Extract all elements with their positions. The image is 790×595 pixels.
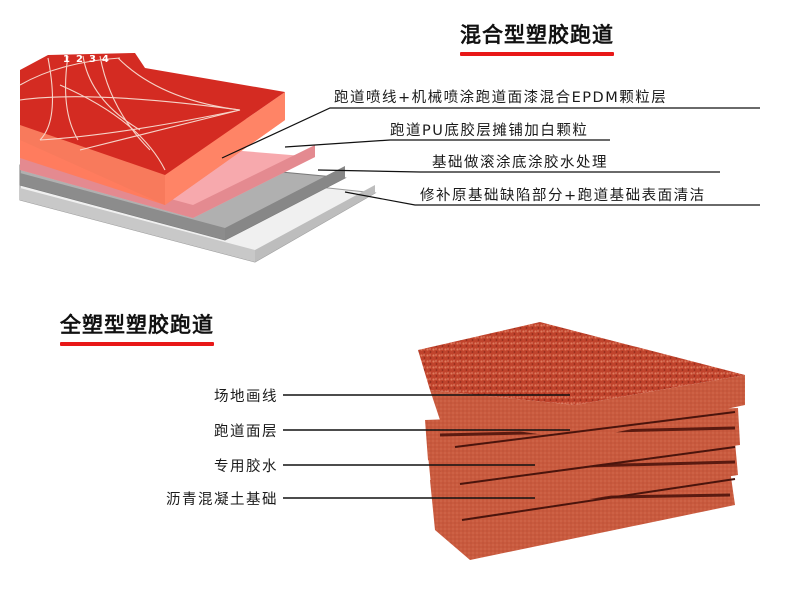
full-plastic-track-title: 全塑型塑胶跑道	[60, 309, 214, 346]
layer-label-asphalt-base: 沥青混凝土基础	[166, 492, 278, 508]
lane-numbers: 1234	[63, 54, 115, 65]
layer-label-epdm-surface: 跑道喷线+机械喷涂跑道面漆混合EPDM颗粒层	[334, 90, 668, 106]
layer-label-line-marking: 场地画线	[214, 389, 278, 405]
title-underline	[460, 52, 614, 56]
lane-number-2: 2	[75, 54, 89, 65]
layer-label-pu-base: 跑道PU底胶层摊铺加白颗粒	[390, 123, 589, 139]
title-underline	[60, 342, 214, 346]
layer-label-foundation-repair: 修补原基础缺陷部分+跑道基础表面清洁	[420, 188, 706, 204]
layer-label-track-surface: 跑道面层	[214, 424, 278, 440]
lane-number-1: 1	[63, 54, 76, 65]
lane-number-3: 3	[88, 54, 102, 65]
full-plastic-track-title-text: 全塑型塑胶跑道	[60, 313, 214, 337]
hybrid-track-title-text: 混合型塑胶跑道	[460, 23, 614, 47]
hybrid-track-title: 混合型塑胶跑道	[460, 19, 614, 56]
layer-label-adhesive: 专用胶水	[214, 459, 278, 475]
lane-number-4: 4	[101, 54, 115, 65]
layer-label-primer: 基础做滚涂底涂胶水处理	[432, 155, 608, 171]
